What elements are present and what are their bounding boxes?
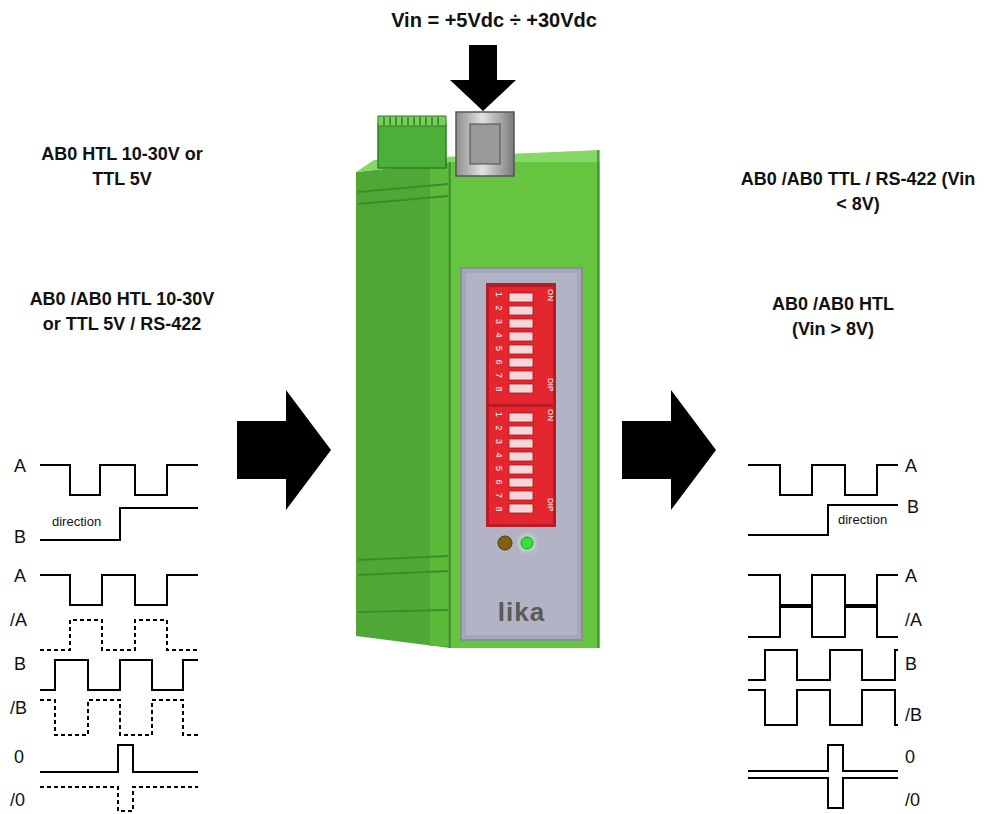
dip-toggles xyxy=(509,293,533,513)
waveform xyxy=(40,660,198,690)
waveform xyxy=(40,787,198,811)
signal-name: B xyxy=(14,654,26,674)
direction-note: direction xyxy=(838,512,887,528)
signal-name: /A xyxy=(905,610,922,630)
dip-numbers: 1 2 3 4 5 6 7 8 xyxy=(493,292,504,392)
dip-mark: DIP xyxy=(545,498,555,511)
output-spec: AB0 /AB0 TTL / RS-422 (Vin < 8V) xyxy=(738,167,978,217)
terminal-top xyxy=(378,116,446,126)
signal-name: /0 xyxy=(10,790,25,810)
housing-side xyxy=(356,162,450,648)
waveform xyxy=(40,465,198,495)
input-spec: AB0 /AB0 HTL 10-30V or TTL 5V / RS-422 xyxy=(27,287,217,337)
waveform xyxy=(748,778,898,808)
signal-name: 0 xyxy=(905,747,915,767)
dip-switches xyxy=(486,283,556,527)
signal-name: A xyxy=(905,456,917,476)
waveform xyxy=(40,620,198,650)
output-waveforms xyxy=(748,465,898,808)
housing-strip xyxy=(430,166,448,646)
sub-d-connector xyxy=(456,112,514,176)
signal-name: A xyxy=(14,566,26,586)
terminal-body xyxy=(378,124,446,168)
waveform xyxy=(40,745,198,772)
led-glow xyxy=(515,531,539,555)
connector-shell xyxy=(456,112,514,176)
dip-on-mark: ON xyxy=(545,409,555,421)
input-waveforms xyxy=(40,465,198,811)
signal-name: B xyxy=(14,527,26,547)
front-panel-face xyxy=(466,273,577,635)
supply-arrow xyxy=(450,45,516,111)
connector-face xyxy=(470,124,500,164)
waveform xyxy=(748,745,898,771)
waveform xyxy=(748,650,898,680)
terminal-screws xyxy=(384,117,438,125)
waveform xyxy=(40,508,198,540)
signal-name: A xyxy=(14,456,26,476)
waveform xyxy=(40,575,198,605)
direction-note: direction xyxy=(52,514,101,530)
input-spec: AB0 HTL 10-30V or TTL 5V xyxy=(27,142,217,192)
signal-name: /B xyxy=(10,698,27,718)
dip-mark: DIP xyxy=(545,378,555,391)
dip-on-mark: ON xyxy=(545,289,555,301)
dip-frame xyxy=(486,283,556,527)
power-led xyxy=(521,537,533,549)
waveform xyxy=(40,700,198,735)
waveform xyxy=(748,575,898,605)
waveform xyxy=(748,465,898,495)
waveform xyxy=(748,690,898,725)
front-panel: lika xyxy=(461,268,582,640)
supply-voltage: Vin = +5Vdc ÷ +30Vdc xyxy=(391,8,597,32)
waveform xyxy=(748,607,898,637)
status-led xyxy=(498,536,512,550)
signal-name: 0 xyxy=(14,747,24,767)
housing-front xyxy=(450,162,600,648)
brand-logo: lika xyxy=(498,597,545,628)
housing-edge xyxy=(450,150,598,648)
front-panel-frame xyxy=(461,268,582,640)
signal-name: /A xyxy=(10,610,27,630)
input-arrow xyxy=(237,390,331,510)
signal-name: B xyxy=(905,654,917,674)
dip-body xyxy=(489,407,553,524)
signal-name: /0 xyxy=(905,790,920,810)
housing xyxy=(356,150,600,648)
dip-numbers: 1 2 3 4 5 6 7 8 xyxy=(493,412,504,512)
waveform xyxy=(748,505,898,535)
terminal-block xyxy=(378,116,446,168)
signal-name: B xyxy=(907,497,919,517)
signal-name: A xyxy=(905,566,917,586)
output-spec: AB0 /AB0 HTL (Vin > 8V) xyxy=(758,292,908,342)
housing-ridge xyxy=(358,184,448,612)
signal-name: /B xyxy=(905,705,922,725)
dip-body xyxy=(489,287,553,404)
output-arrow xyxy=(622,390,716,510)
